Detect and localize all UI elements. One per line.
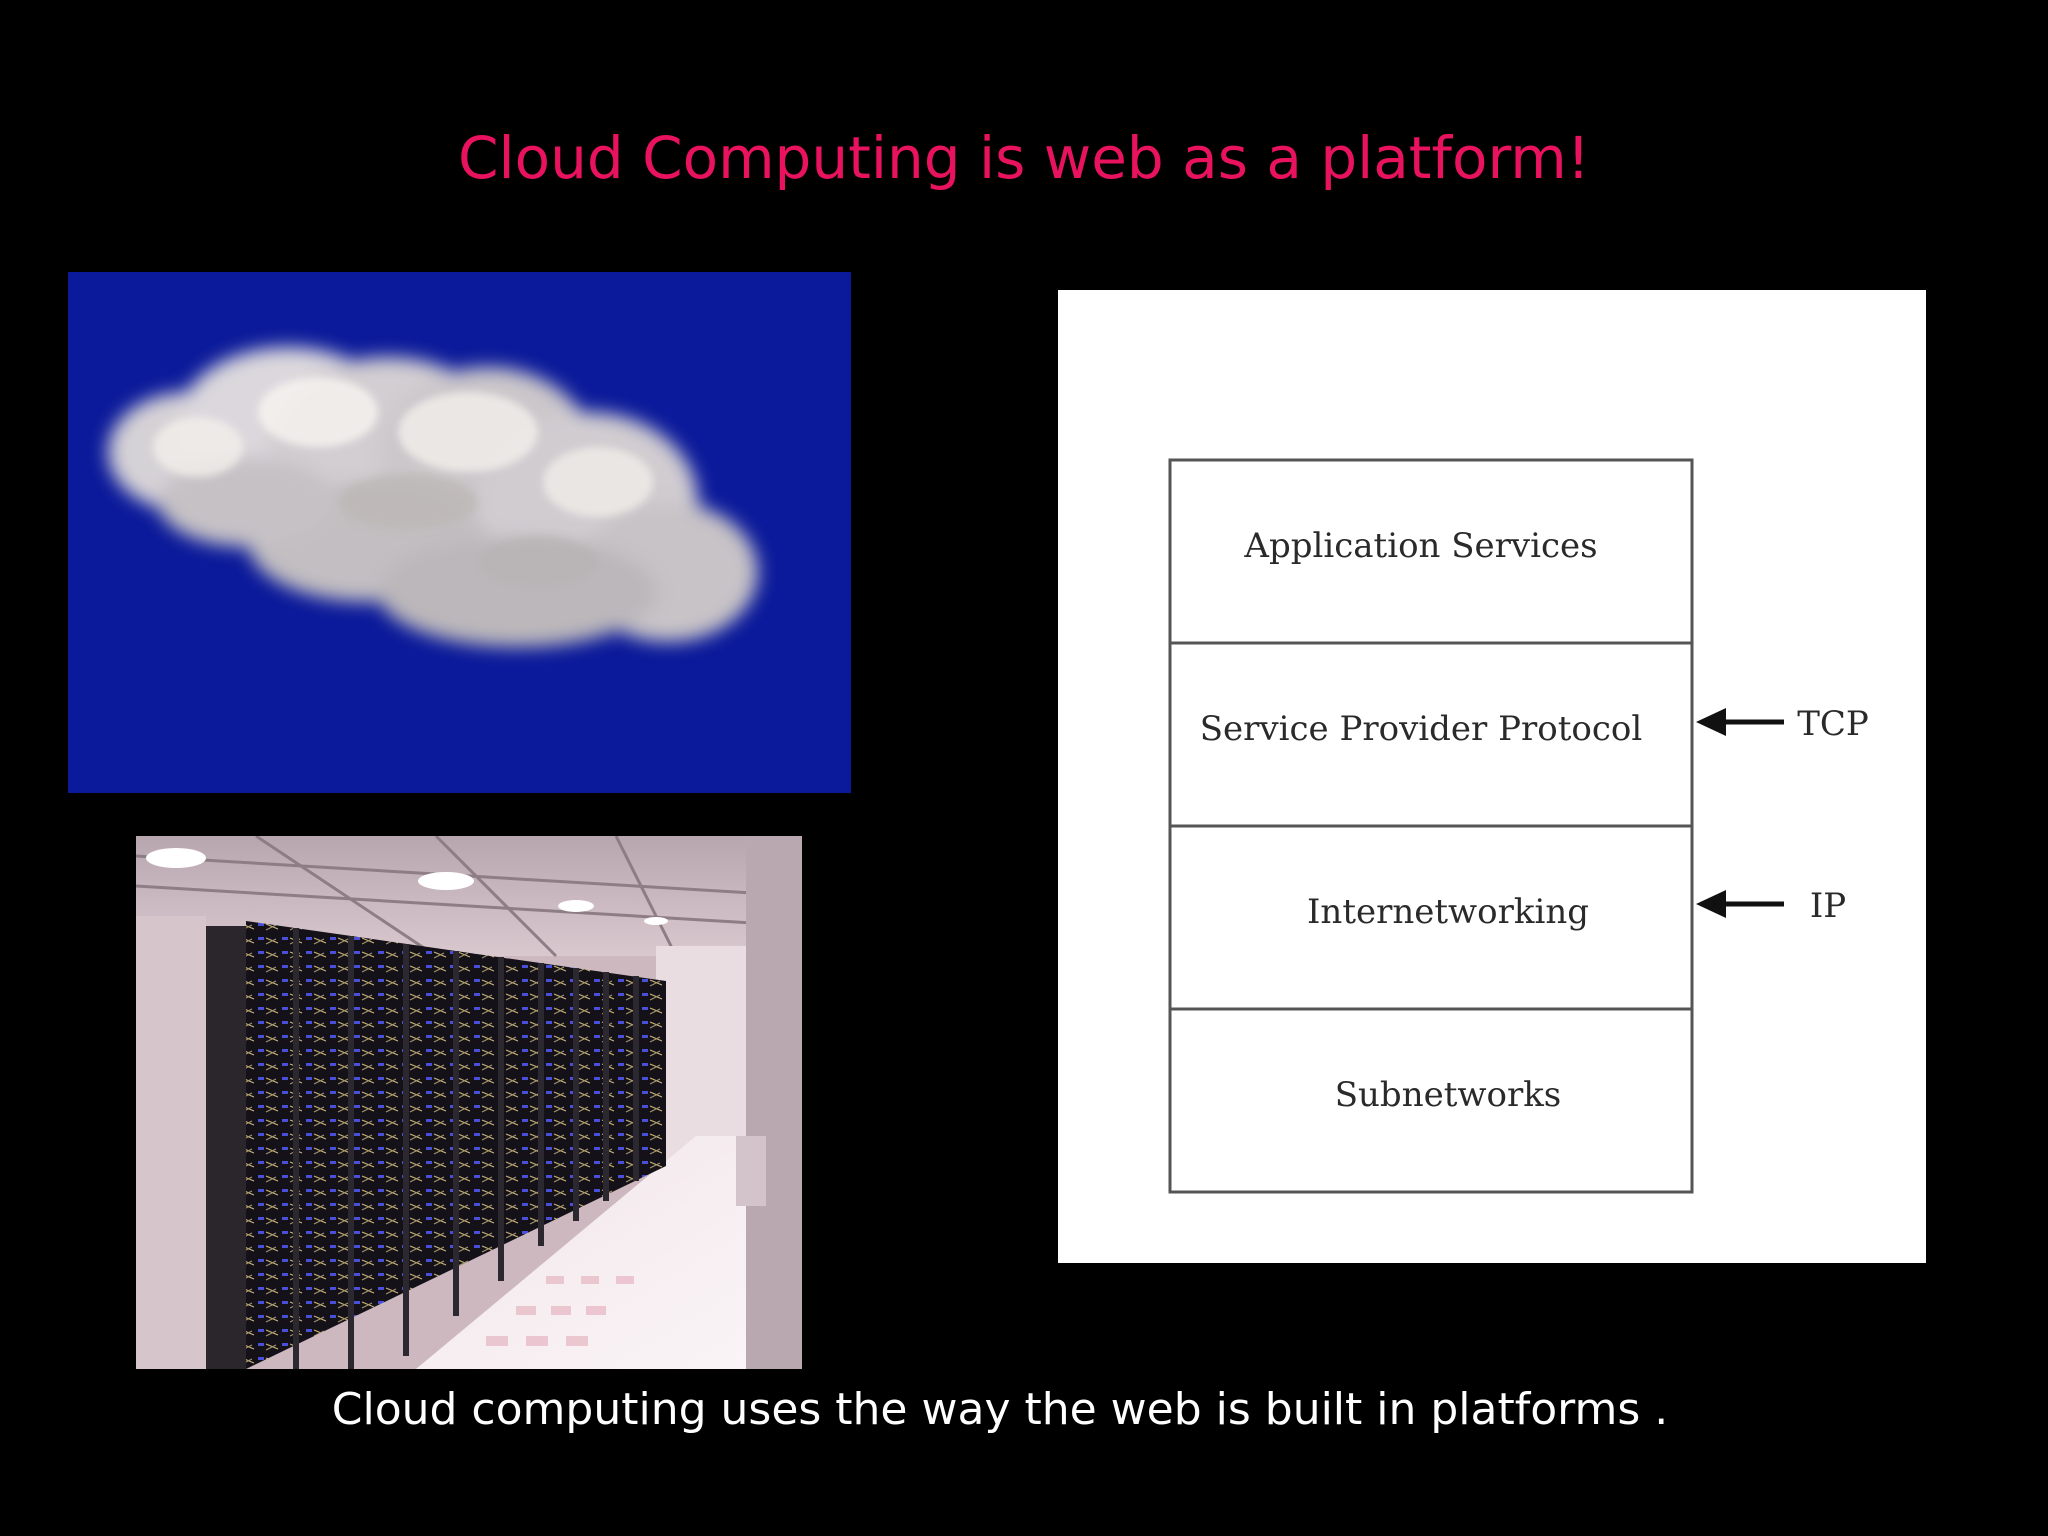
tcp-label: TCP [1797,704,1869,744]
cloud-icon [68,272,851,793]
slide-title: Cloud Computing is web as a platform! [457,124,1591,192]
ip-arrow: IP [1696,886,1846,926]
layer-label-service-provider: Service Provider Protocol [1200,709,1642,749]
layer-label-application: Application Services [1243,526,1597,566]
stack-layer-application: Application Services [1168,458,1694,645]
datacenter-photo [136,836,802,1369]
server-racks-icon [136,836,802,1369]
stack-layer-subnetworks: Subnetworks [1168,1007,1694,1194]
layer-label-subnetworks: Subnetworks [1335,1075,1562,1115]
ip-label: IP [1810,886,1846,926]
layer-label-internetworking: Internetworking [1307,892,1589,932]
slide-caption: Cloud computing uses the way the web is … [331,1384,1669,1435]
stack-layer-internetworking: Internetworking [1168,824,1694,1011]
protocol-stack-diagram: Application Services Service Provider Pr… [1058,290,1926,1263]
stack-layer-service-provider: Service Provider Protocol [1168,641,1694,828]
cloud-photo [68,272,851,793]
tcp-arrow: TCP [1696,704,1869,744]
